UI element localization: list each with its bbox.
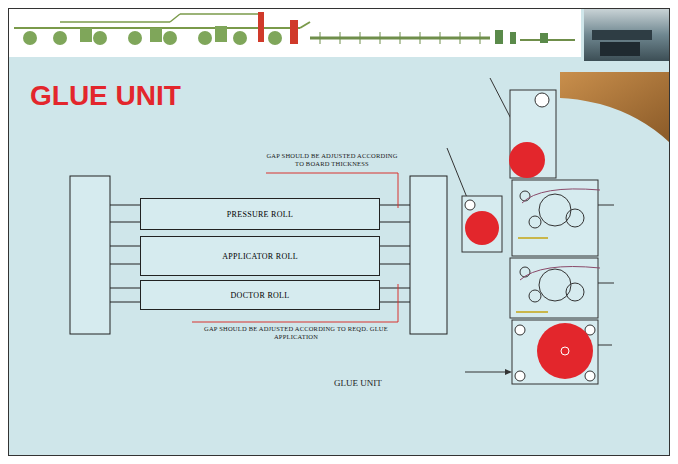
roll-label: APPLICATOR ROLL [222,252,298,261]
roll-label: DOCTOR ROLL [231,291,290,300]
pressure-roll: PRESSURE ROLL [140,198,380,230]
adjustment-note: GAP SHOULD BE ADJUSTED ACCORDING TO BOAR… [262,152,402,169]
applicator-roll: APPLICATOR ROLL [140,236,380,276]
diagram-title: GLUE UNIT [30,82,181,110]
adjustment-note: GAP SHOULD BE ADJUSTED ACCORDING TO REQD… [190,325,402,342]
roll-label: PRESSURE ROLL [227,210,293,219]
doctor-roll: DOCTOR ROLL [140,280,380,310]
figure-caption: GLUE UNIT [334,378,382,388]
